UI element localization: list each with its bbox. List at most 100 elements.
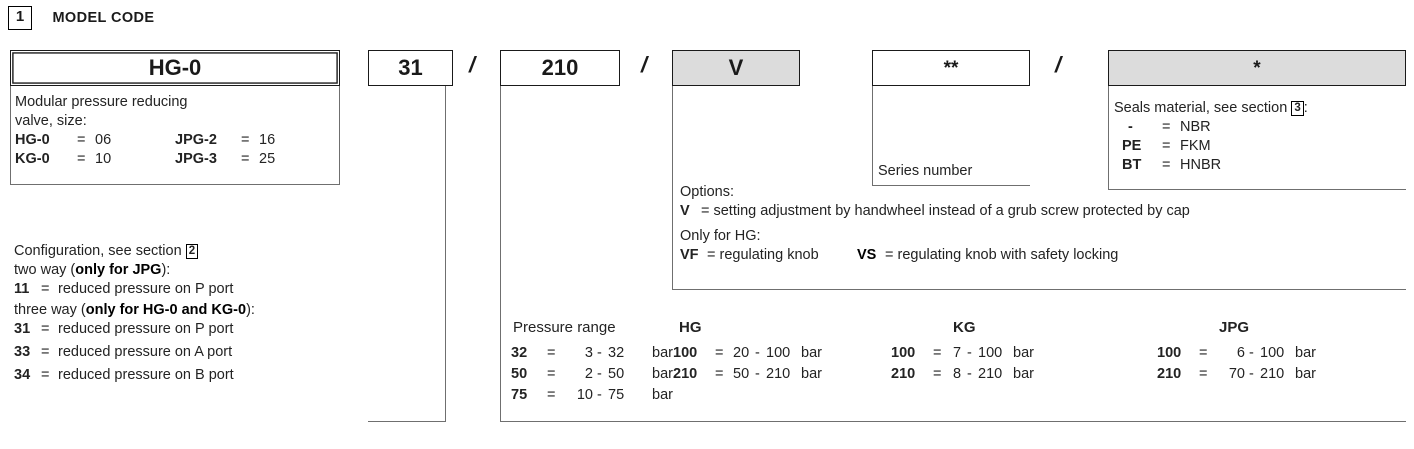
pressure-dash: - [967,366,972,382]
pressure-min: 10 [576,387,593,403]
pressure-max: 75 [608,387,625,403]
pressure-unit: bar [1013,345,1034,361]
model-intro-line-1: Modular pressure reducing [15,94,188,110]
seals-item-value: FKM [1180,138,1211,154]
seals-item: BT = HNBR [1114,156,1406,175]
page-title: MODEL CODE [52,10,155,26]
three-way-label-bold: only for HG-0 and KG-0 [85,302,247,318]
seals-item-code: BT [1122,157,1142,173]
pressure-unit: bar [652,345,673,361]
configuration-heading-text: Configuration, see section [14,243,182,259]
pressure-code: 32 [511,345,528,361]
code-box-pressure-range-value: 210 [541,55,579,80]
code-box-configuration[interactable]: 31 [368,50,453,86]
code-box-series-number-value: ** [943,57,959,79]
pressure-connector [500,86,501,308]
pressure-unit: bar [1295,366,1316,382]
seals-item: - = NBR [1114,118,1406,137]
seals-item: PE = FKM [1114,137,1406,156]
configuration-connector [368,86,446,422]
configuration-item-eq: = [41,367,50,383]
code-box-pressure-range[interactable]: 210 [500,50,620,86]
pressure-eq: = [715,345,724,361]
series-number-label: Series number [878,163,973,179]
option-text-v: = setting adjustment by handwheel instea… [701,203,1190,219]
configuration-item: 31 = reduced pressure on P port [14,320,446,343]
pressure-group-heading-hg: HG [679,319,702,336]
separator-slash-1: / [468,52,476,77]
pressure-max: 32 [608,345,625,361]
pressure-min: 8 [953,366,962,382]
seals-heading: Seals material, see section 3: [1114,99,1406,118]
pressure-eq: = [715,366,724,382]
pressure-max: 50 [608,366,625,382]
size-eq: = [241,151,250,167]
two-way-label-pre: two way ( [14,262,76,278]
two-way-label: two way (only for JPG): [14,261,446,280]
pressure-min: 3 [584,345,593,361]
seals-material-block: Seals material, see section 3: - = NBR P… [1108,86,1406,190]
size-value: 25 [259,151,276,167]
code-box-model[interactable]: HG-0 [10,50,340,86]
pressure-min: 50 [733,366,750,382]
options-heading: Options: [680,184,734,200]
two-way-label-bold: only for JPG [75,262,162,278]
options-block: Options: V = setting adjustment by handw… [672,86,1406,290]
pressure-dash: - [597,387,602,403]
seals-item-value: HNBR [1180,157,1222,173]
three-way-label-pre: three way ( [14,302,86,318]
pressure-dash: - [755,345,760,361]
pressure-unit: bar [652,387,673,403]
pressure-dash: - [597,345,602,361]
pressure-max: 210 [978,366,1003,382]
pressure-code: 210 [891,366,916,382]
configuration-item-code: 31 [14,321,31,337]
configuration-item: 33 = reduced pressure on A port [14,343,446,366]
configuration-item-code: 11 [14,281,30,297]
seals-item-eq: = [1162,157,1171,173]
pressure-eq: = [547,366,556,382]
configuration-item-code: 33 [14,344,31,360]
code-box-model-value: HG-0 [148,55,202,80]
code-box-seals-material-value: * [1253,57,1261,79]
size-code: JPG-2 [175,132,217,148]
size-row: HG-0 = 06 JPG-2 = 16 [15,131,331,150]
configuration-item-code: 34 [14,367,31,383]
pressure-max: 100 [978,345,1003,361]
pressure-min: 2 [584,366,593,382]
pressure-dash: - [1249,366,1254,382]
seals-heading-colon: : [1303,100,1308,116]
pressure-eq: = [1199,366,1208,382]
option-text-vs: = regulating knob with safety locking [885,247,1119,263]
size-value: 06 [95,132,112,148]
configuration-block: Configuration, see section 2 two way (on… [10,236,446,422]
seals-item-value: NBR [1180,119,1211,135]
pressure-dash: - [1249,345,1254,361]
pressure-range-table: Pressure range HG 32 = 3 - 32 bar 50 = 2… [500,308,1406,422]
seals-heading-text: Seals material, see section [1114,100,1288,116]
code-box-series-number[interactable]: ** [872,50,1030,86]
pressure-range-label: Pressure range [513,319,616,336]
pressure-code: 210 [1157,366,1182,382]
size-code: KG-0 [15,151,50,167]
code-box-configuration-value: 31 [398,55,423,80]
pressure-group-heading-jpg: JPG [1219,319,1250,336]
configuration-item-eq: = [41,344,50,360]
size-value: 10 [95,151,112,167]
option-item-v: V = setting adjustment by handwheel inst… [680,202,1400,227]
pressure-min: 7 [953,345,962,361]
seals-item-code: PE [1122,138,1142,154]
pressure-unit: bar [1013,366,1034,382]
pressure-dash: - [967,345,972,361]
code-box-options[interactable]: V [672,50,800,86]
configuration-item-eq: = [41,321,50,337]
pressure-unit: bar [801,366,822,382]
model-size-block: Modular pressure reducing valve, size: H… [10,86,340,185]
separator-slash-2: / [640,52,648,77]
pressure-code: 210 [673,366,698,382]
code-box-seals-material[interactable]: * [1108,50,1406,86]
configuration-item-eq: = [41,281,50,297]
pressure-code: 50 [511,366,528,382]
pressure-eq: = [547,387,556,403]
two-way-label-post: ): [161,262,171,278]
